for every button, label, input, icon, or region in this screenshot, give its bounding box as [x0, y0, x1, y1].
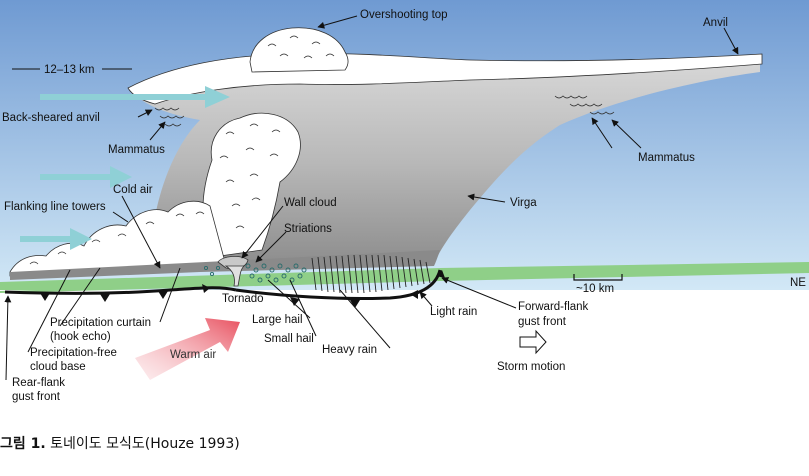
hail-dots	[203, 263, 307, 283]
label-back-sheared-anvil: Back-sheared anvil	[2, 112, 100, 124]
label-cold-air: Cold air	[113, 184, 153, 196]
label-light-rain: Light rain	[430, 306, 477, 318]
label-large-hail: Large hail	[252, 314, 303, 326]
mammatus-left-marks	[154, 107, 185, 127]
label-tornado: Tornado	[222, 293, 264, 305]
label-striations: Striations	[284, 223, 332, 235]
label-storm-motion: Storm motion	[497, 361, 565, 373]
scale-bar	[573, 274, 623, 281]
caption-label: 그림 1.	[0, 436, 46, 452]
label-mammatus-left: Mammatus	[108, 144, 165, 156]
label-warm-air: Warm air	[170, 349, 216, 361]
label-precipitation-curtain: Precipitation curtain	[50, 317, 151, 329]
label-rear-flank-gust-front: gust front	[12, 391, 61, 403]
label-overshooting-top: Overshooting top	[360, 9, 448, 21]
storm-motion-arrow	[519, 329, 547, 355]
label-virga: Virga	[510, 197, 537, 209]
label-forward-flank-gust-front: gust front	[518, 316, 567, 328]
label-rear-flank: Rear-flank	[12, 377, 65, 389]
label-hook-echo: (hook echo)	[50, 331, 111, 343]
mammatus-right-marks	[554, 95, 615, 115]
label-mammatus-right: Mammatus	[638, 152, 695, 164]
label-cloud-base: cloud base	[30, 361, 86, 373]
tornado-funnel	[224, 265, 245, 287]
label-flanking-line-towers: Flanking line towers	[4, 201, 106, 213]
label-precipitation-free: Precipitation-free	[30, 347, 117, 359]
supercell-diagram: Overshooting top Anvil 12–13 km Back-she…	[0, 0, 809, 403]
caption-text: 토네이도 모식도(Houze 1993)	[45, 436, 240, 452]
label-altitude: 12–13 km	[44, 64, 95, 76]
figure-caption: 그림 1. 토네이도 모식도(Houze 1993)	[0, 433, 809, 457]
anvil	[130, 57, 760, 268]
warm-air-arrow	[135, 318, 240, 380]
label-ne: NE	[790, 277, 806, 289]
label-wall-cloud: Wall cloud	[284, 197, 337, 209]
label-scale: ~10 km	[576, 283, 614, 295]
label-anvil: Anvil	[703, 17, 728, 29]
label-forward-flank: Forward-flank	[518, 301, 589, 313]
forward-flank-gust-front	[235, 269, 442, 301]
updraft-tower	[202, 112, 301, 257]
label-small-hail: Small hail	[264, 333, 314, 345]
heavy-rain-shaft	[311, 254, 431, 294]
inflow-arrows	[20, 86, 230, 250]
overshooting-top-cloud	[249, 27, 349, 73]
flanking-line-towers	[9, 200, 226, 277]
label-heavy-rain: Heavy rain	[322, 344, 377, 356]
